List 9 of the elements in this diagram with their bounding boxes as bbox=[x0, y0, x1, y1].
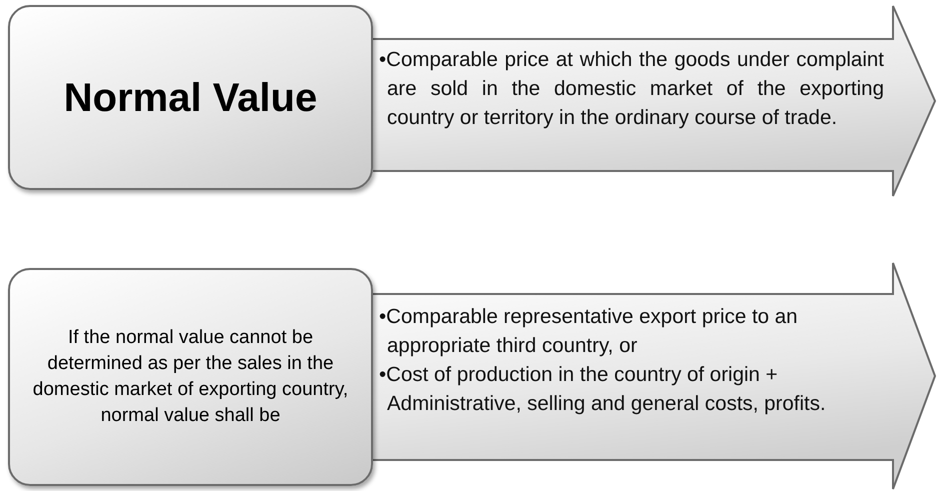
bullet-text: •Cost of production in the country of origin + Administrative, selling and general costs, profits. bbox=[379, 362, 827, 417]
box-heading: Normal Value bbox=[64, 74, 318, 122]
rounded-box bbox=[8, 5, 373, 190]
arrow-shape bbox=[373, 5, 937, 197]
arrow-shape bbox=[373, 262, 937, 490]
bullet-text: •Comparable representative export price to an appropriate third country, or bbox=[379, 304, 799, 359]
rounded-box bbox=[8, 268, 373, 486]
bullet-text: •Comparable price at which the goods under complaint are sold in the domestic market of the exporting country or territory in the ordinary course of trade. bbox=[379, 47, 884, 131]
box-text: If the normal value cannot be determined as per the sales in the domestic market of exporting country, normal value shall be bbox=[32, 326, 350, 428]
